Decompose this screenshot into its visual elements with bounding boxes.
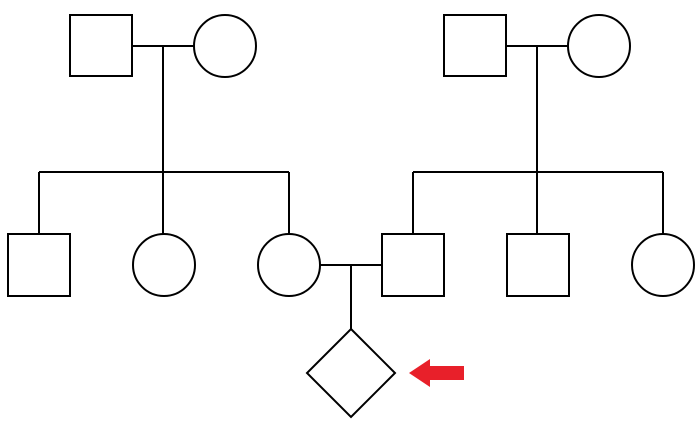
g2-father bbox=[381, 233, 445, 297]
g1-paternal-grandfather bbox=[69, 14, 133, 77]
g1-paternal-grandmother bbox=[193, 14, 257, 78]
g1-maternal-grandmother bbox=[567, 14, 631, 78]
g2-right-daughter bbox=[631, 233, 695, 297]
right-family-lines bbox=[412, 45, 664, 234]
g3-proband bbox=[305, 327, 397, 419]
g2-mother bbox=[257, 233, 321, 297]
g2-left-son bbox=[7, 233, 71, 297]
arrow-left-icon bbox=[409, 359, 464, 387]
g1-maternal-grandfather bbox=[443, 14, 507, 77]
g2-left-daughter bbox=[132, 233, 196, 297]
g2-right-son bbox=[506, 233, 570, 297]
left-family-lines bbox=[38, 45, 290, 234]
parents-lines bbox=[320, 264, 382, 329]
